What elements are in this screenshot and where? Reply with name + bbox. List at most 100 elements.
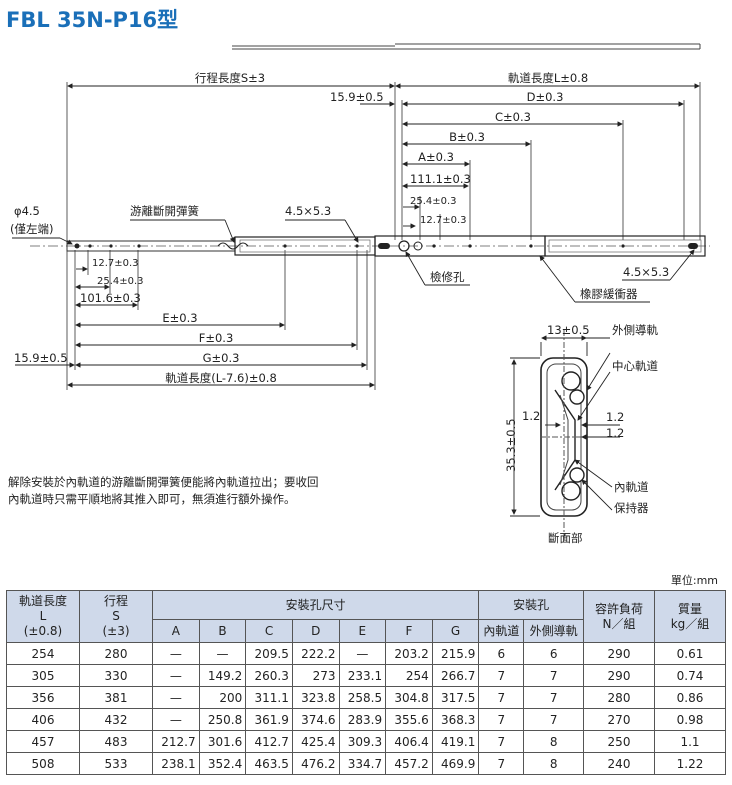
dim-D: D±0.3: [527, 90, 564, 104]
table-cell: 469.9: [431, 752, 480, 775]
usage-note: 解除安裝於內軌道的游離斷開彈簧便能將內軌道拉出；要收回 內軌道時只需平順地將其推…: [8, 474, 388, 508]
dim-B: B±0.3: [449, 130, 485, 144]
table-cell: —: [152, 642, 200, 665]
table-cell: 273: [291, 664, 340, 687]
header-stroke-text: 行程: [103, 594, 128, 608]
table-cell: 368.3: [431, 708, 480, 731]
table-cell: 7: [478, 730, 525, 753]
table-cell: 240: [583, 752, 655, 775]
header-rail-length: 軌道長度 L (±0.8): [6, 590, 80, 643]
table-cell: 476.2: [291, 752, 340, 775]
table-cell: 270: [583, 708, 655, 731]
table-cell: 374.6: [291, 708, 340, 731]
table-cell: 483: [79, 730, 153, 753]
table-cell: 7: [478, 686, 525, 709]
cross-height-label: 35.3±0.5: [504, 418, 518, 472]
dim-111-1: 111.1±0.3: [410, 172, 471, 186]
dim-G: G±0.3: [203, 351, 240, 365]
page-title: FBL 35N-P16型: [6, 8, 179, 32]
table-cell: 432: [79, 708, 153, 731]
header-load: 容許負荷 N／組: [583, 590, 655, 643]
header-dim-b: B: [198, 619, 247, 643]
gap-left-label: 1.2: [522, 409, 540, 423]
table-cell: 6: [478, 642, 525, 665]
table-cell: 352.4: [198, 752, 247, 775]
usage-note-line-1: 解除安裝於內軌道的游離斷開彈簧便能將內軌道拉出；要收回: [8, 475, 319, 489]
header-rail-tolerance: (±0.8): [23, 624, 63, 638]
header-inner-holes: 內軌道: [478, 619, 525, 643]
table-cell: 419.1: [431, 730, 480, 753]
table-cell: 290: [583, 642, 655, 665]
table-cell: 304.8: [385, 686, 433, 709]
table-cell: 1.22: [654, 752, 726, 775]
table-cell: 412.7: [245, 730, 293, 753]
table-cell: 203.2: [385, 642, 433, 665]
cross-width-label: 13±0.5: [547, 323, 590, 337]
table-cell: 457.2: [385, 752, 433, 775]
table-cell: 7: [478, 664, 525, 687]
hole-note-label: (僅左端): [10, 222, 53, 236]
table-cell: 280: [583, 686, 655, 709]
header-dim-c: C: [245, 619, 293, 643]
table-cell: 233.1: [338, 664, 387, 687]
slot-label-top: 4.5×5.3: [285, 204, 331, 218]
table-cell: 250.8: [198, 708, 247, 731]
dim-25-4-bottom: 25.4±0.3: [97, 276, 144, 287]
retainer-label: 保持器: [614, 501, 649, 515]
header-stroke-symbol: S: [112, 609, 120, 623]
table-cell: 317.5: [431, 686, 480, 709]
table-cell: 0.61: [654, 642, 726, 665]
inspection-hole-label: 檢修孔: [430, 270, 465, 284]
dim-15-9-bottom: 15.9±0.5: [14, 351, 68, 365]
table-cell: 254: [385, 664, 433, 687]
slide-rail: [30, 235, 710, 257]
table-cell: 212.7: [152, 730, 200, 753]
table-cell: 149.2: [198, 664, 247, 687]
dim-12-7-top: 12.7±0.3: [420, 215, 467, 226]
header-dim-d: D: [291, 619, 340, 643]
header-mount-dims: 安裝孔尺寸: [151, 590, 480, 620]
table-cell: 258.5: [338, 686, 387, 709]
header-mass-text: 質量: [677, 601, 702, 616]
table-cell: 8: [523, 730, 584, 753]
stroke-length-label: 行程長度S±3: [195, 71, 265, 85]
table-cell: 356: [6, 686, 80, 709]
dim-A: A±0.3: [418, 150, 454, 164]
header-outer-holes: 外側導軌: [523, 619, 584, 643]
table-cell: 361.9: [245, 708, 293, 731]
table-cell: 222.2: [291, 642, 340, 665]
table-cell: 283.9: [338, 708, 387, 731]
spring-label: 游離斷開彈簧: [130, 204, 199, 218]
table-cell: 533: [79, 752, 153, 775]
table-cell: 355.6: [385, 708, 433, 731]
table-cell: 280: [79, 642, 153, 665]
extension-lines: [66, 82, 701, 390]
table-cell: 406.4: [385, 730, 433, 753]
unit-label: 單位:mm: [670, 574, 718, 587]
table-cell: 7: [523, 686, 584, 709]
header-dim-f: F: [385, 619, 433, 643]
dimension-lines: [15, 83, 700, 388]
table-cell: 0.74: [654, 664, 726, 687]
dim-12-7-bottom: 12.7±0.3: [92, 258, 139, 269]
table-cell: 266.7: [431, 664, 480, 687]
table-cell: 209.5: [245, 642, 293, 665]
gap-right-label-2: 1.2: [606, 426, 624, 440]
table-cell: 8: [523, 752, 584, 775]
table-cell: 250: [583, 730, 655, 753]
technical-drawing: 行程長度S±3 軌道長度L±0.8 15.9±0.5 D±0.3 C±0.3 B…: [10, 43, 710, 545]
table-cell: 508: [6, 752, 80, 775]
table-cell: —: [198, 642, 247, 665]
header-load-text: 容許負荷: [594, 601, 643, 616]
header-dim-e: E: [338, 619, 387, 643]
rubber-buffer-label: 橡膠緩衝器: [580, 287, 638, 301]
table-cell: 301.6: [198, 730, 247, 753]
rail-bottom-label: 軌道長度(L-7.6)±0.8: [165, 371, 277, 385]
usage-note-line-2: 內軌道時只需平順地將其推入即可，無須進行額外操作。: [8, 492, 296, 506]
table-cell: 254: [6, 642, 80, 665]
header-mass: 質量 kg／組: [654, 590, 726, 643]
table-cell: 7: [523, 708, 584, 731]
